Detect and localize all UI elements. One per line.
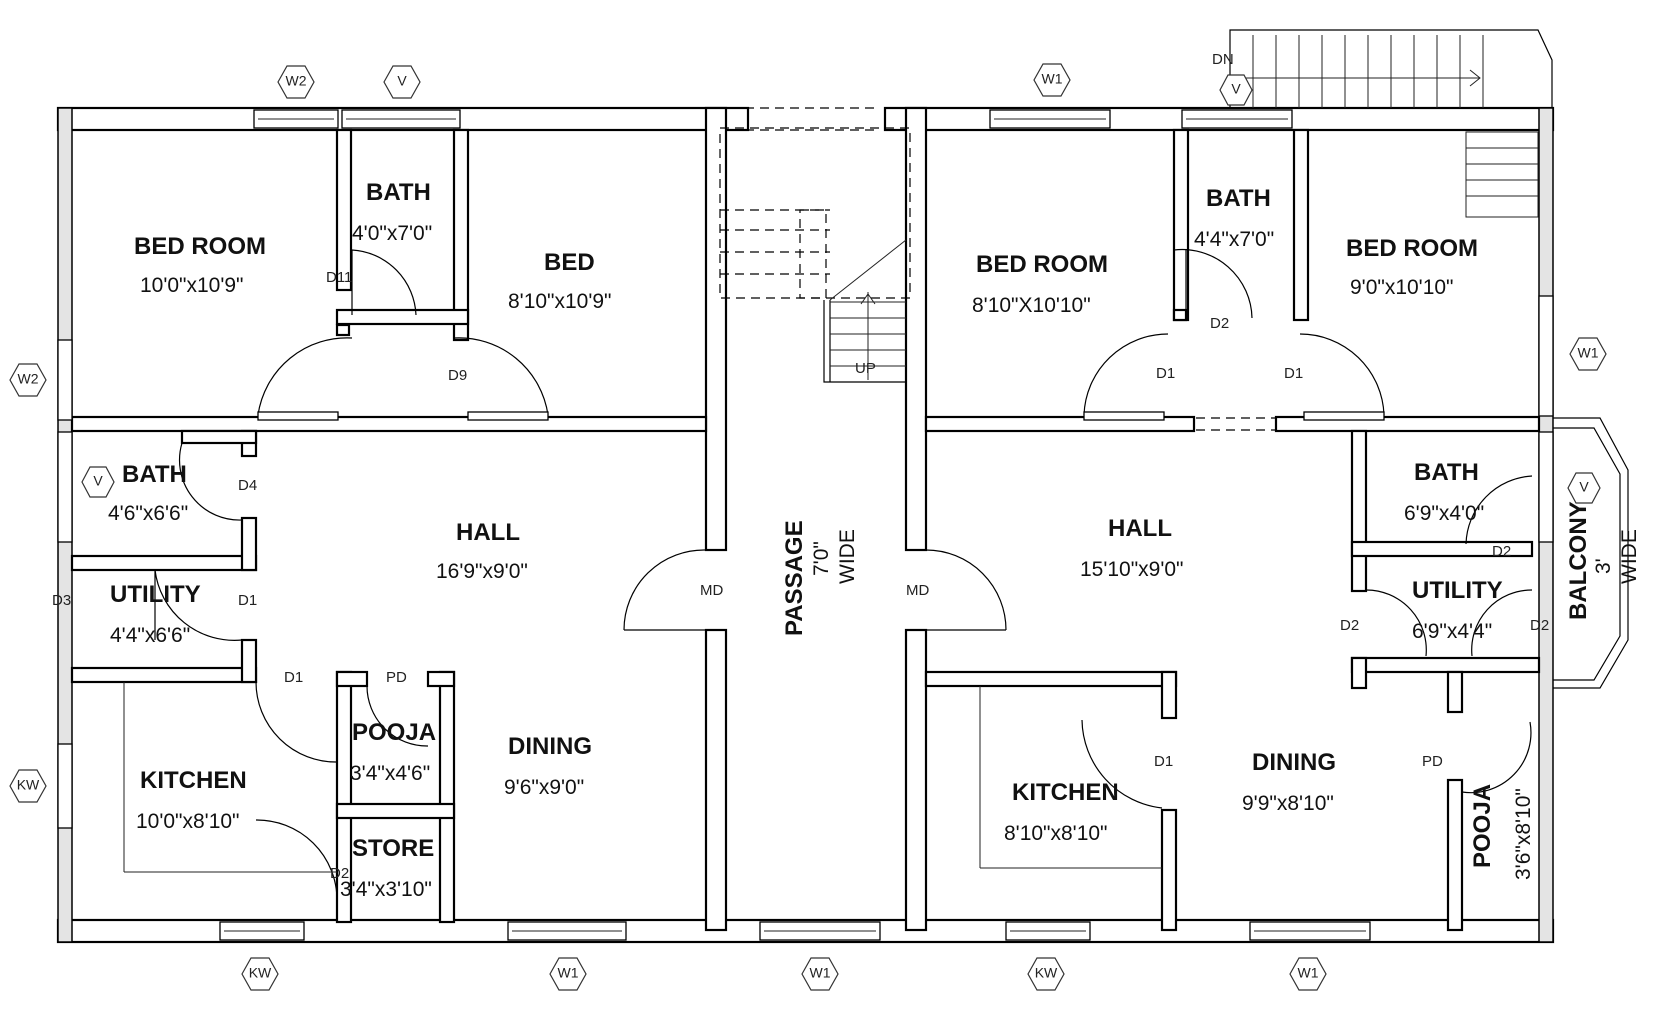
door-tag-d1-utility: D1 (238, 592, 257, 609)
marker-w1-top-right: W1 (1042, 71, 1063, 87)
stair-up-label: UP (855, 360, 876, 377)
door-tag-d2-utility-right: D2 (1530, 617, 1549, 634)
room-name-right-pooja: POOJA (1469, 784, 1496, 868)
marker-w2-top: W2 (286, 73, 307, 89)
room-name-right-hall: HALL (1108, 515, 1172, 542)
room-name-left-bath-top: BATH (366, 179, 431, 206)
marker-kw-bottom-left: KW (249, 965, 272, 981)
door-tag-d1-right-bed1: D1 (1156, 365, 1175, 382)
room-name-balcony: BALCONY (1565, 501, 1592, 620)
room-dim-left-bed: 8'10"x10'9" (508, 290, 612, 313)
room-dim-right-bedroom2: 9'0"x10'10" (1350, 276, 1454, 299)
marker-v-top-left: V (397, 73, 407, 89)
room-name-left-store: STORE (352, 835, 434, 862)
room-name-right-dining: DINING (1252, 749, 1336, 776)
stair-passage: UP (719, 107, 911, 383)
room-dim-left-bedroom: 10'0"x10'9" (140, 274, 244, 297)
windows (57, 109, 1554, 941)
room-dim-right-dining: 9'9"x8'10" (1242, 792, 1334, 815)
marker-w2-left: W2 (18, 371, 39, 387)
room-name-right-kitchen: KITCHEN (1012, 779, 1119, 806)
marker-v-top-right: V (1231, 81, 1241, 97)
room-name-left-bath: BATH (122, 461, 187, 488)
room-dim-right-pooja: 3'6"x8'10" (1512, 788, 1535, 880)
room-dim-left-utility: 4'4"x6'6" (110, 624, 190, 647)
balcony-inner (1553, 427, 1621, 681)
marker-w1-right: W1 (1578, 345, 1599, 361)
door-tag-d1-kitchen: D1 (284, 669, 303, 686)
door-tag-d2-right-bath: D2 (1210, 315, 1229, 332)
balcony-outline (1553, 417, 1629, 689)
stair-outside: DN (1212, 29, 1553, 218)
room-name-right-bedroom1: BED ROOM (976, 251, 1108, 278)
door-tag-pd-left: PD (386, 669, 407, 686)
door-tag-md-left: MD (700, 582, 723, 599)
door-tag-d9: D9 (448, 367, 467, 384)
room-name-right-bath: BATH (1414, 459, 1479, 486)
room-labels: BED ROOM 10'0"x10'9" BATH 4'0"x7'0" BED … (108, 179, 1641, 901)
room-dim-passage: 7'0" (810, 541, 833, 576)
room-name-left-kitchen: KITCHEN (140, 767, 247, 794)
room-name-right-utility: UTILITY (1412, 577, 1503, 604)
door-tag-d2-utility-left: D2 (1340, 617, 1359, 634)
room-extra-balcony: WIDE (1618, 529, 1641, 584)
room-name-left-bedroom: BED ROOM (134, 233, 266, 260)
marker-v-bath-left: V (93, 473, 103, 489)
door-tag-d3: D3 (52, 592, 71, 609)
door-tag-d2-bath: D2 (1492, 543, 1511, 560)
room-name-right-bath-top: BATH (1206, 185, 1271, 212)
marker-w1-bottom-left: W1 (558, 965, 579, 981)
room-name-left-utility: UTILITY (110, 581, 201, 608)
stair-dn-label: DN (1212, 51, 1234, 68)
door-tag-d11: D11 (326, 269, 352, 286)
room-dim-balcony: 3' (1592, 558, 1615, 574)
hex-markers: W2 V W1 V W2 V KW W1 (9, 63, 1607, 991)
door-tag-d1-right-kitchen: D1 (1154, 753, 1173, 770)
room-name-left-hall: HALL (456, 519, 520, 546)
marker-kw-left: KW (17, 777, 40, 793)
room-dim-left-store: 3'4"x3'10" (340, 878, 432, 901)
room-dim-left-dining: 9'6"x9'0" (504, 776, 584, 799)
room-dim-left-hall: 16'9"x9'0" (436, 560, 528, 583)
marker-w1-bottom-right: W1 (1298, 965, 1319, 981)
room-dim-right-bath: 6'9"x4'0" (1404, 502, 1484, 525)
door-tag-d1-right-bed2: D1 (1284, 365, 1303, 382)
door-tag-d4: D4 (238, 477, 257, 494)
room-dim-right-utility: 6'9"x4'4" (1412, 620, 1492, 643)
room-dim-left-kitchen: 10'0"x8'10" (136, 810, 240, 833)
room-dim-right-kitchen: 8'10"x8'10" (1004, 822, 1108, 845)
room-name-right-bedroom2: BED ROOM (1346, 235, 1478, 262)
room-name-left-bed: BED (544, 249, 595, 276)
room-dim-right-bath-top: 4'4"x7'0" (1194, 228, 1274, 251)
room-dim-right-bedroom1: 8'10"X10'10" (972, 294, 1091, 317)
room-dim-left-bath-top: 4'0"x7'0" (352, 222, 432, 245)
marker-w1-bottom-center: W1 (810, 965, 831, 981)
marker-v-bath-right: V (1579, 479, 1589, 495)
door-swings (123, 248, 1533, 901)
door-tags: D11 D9 D4 D3 D1 D1 PD D2 MD MD D2 D1 D1 … (52, 269, 1549, 882)
door-tag-md-right: MD (906, 582, 929, 599)
room-name-left-dining: DINING (508, 733, 592, 760)
room-extra-passage: WIDE (836, 529, 859, 584)
room-name-passage: PASSAGE (781, 520, 808, 636)
room-name-left-pooja: POOJA (352, 719, 436, 746)
door-tag-pd-right: PD (1422, 753, 1443, 770)
marker-kw-bottom-right: KW (1035, 965, 1058, 981)
room-dim-right-hall: 15'10"x9'0" (1080, 558, 1184, 581)
room-dim-left-pooja: 3'4"x4'6" (350, 762, 430, 785)
door-tag-d2-store: D2 (330, 865, 349, 882)
room-dim-left-bath: 4'6"x6'6" (108, 502, 188, 525)
